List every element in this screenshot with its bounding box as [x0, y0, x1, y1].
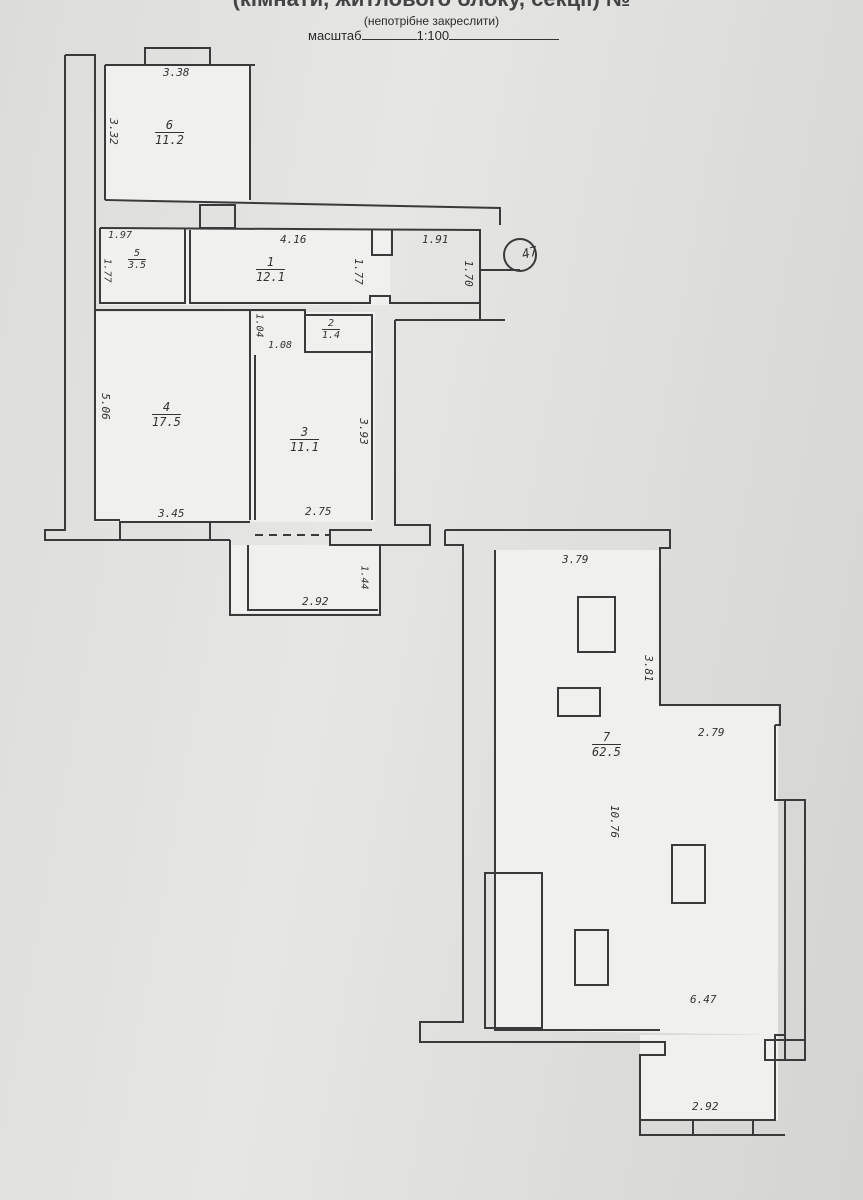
dim-r3-width: 2.75	[305, 505, 332, 518]
dim-r1-width: 4.16	[280, 233, 307, 246]
room-fills	[95, 65, 778, 1120]
header-note: (непотрібне закреслити)	[363, 14, 500, 28]
dim-hall-height: 1.70	[461, 260, 475, 287]
dim-r4-width: 3.45	[158, 507, 185, 520]
dim-r5-width: 1.97	[108, 230, 133, 241]
scale-line: масштаб 1:100	[308, 28, 560, 43]
dim-r6-height: 3.32	[106, 118, 120, 145]
dim-r7-bottom: 2.92	[692, 1100, 719, 1113]
dim-r1-height: 1.77	[351, 258, 365, 285]
dim-r7-c: 6.47	[690, 993, 717, 1006]
dim-balcony-height: 1.44	[358, 565, 370, 590]
scale-label: масштаб	[308, 28, 362, 43]
dim-r7-a: 3.81	[641, 655, 655, 682]
dim-r6-width: 3.38	[163, 66, 190, 79]
dim-r5-height: 1.77	[101, 258, 113, 283]
dim-r7-b: 2.79	[698, 726, 725, 739]
dim-hall-width: 1.91	[422, 233, 449, 246]
scale-value: 1:100	[416, 28, 450, 43]
walls	[44, 47, 806, 1136]
dim-r7-top: 3.79	[562, 553, 589, 566]
dim-r2-b: 1.08	[268, 340, 293, 351]
dim-r7-length: 10.76	[608, 804, 622, 839]
header-title: (кімнати, житлового блоку, секції) №	[0, 0, 863, 12]
dim-r3-height: 3.93	[356, 418, 370, 445]
dim-r4-height: 5.06	[98, 393, 112, 420]
dim-r2-a: 1.04	[253, 313, 265, 338]
dim-balcony-width: 2.92	[302, 595, 329, 608]
